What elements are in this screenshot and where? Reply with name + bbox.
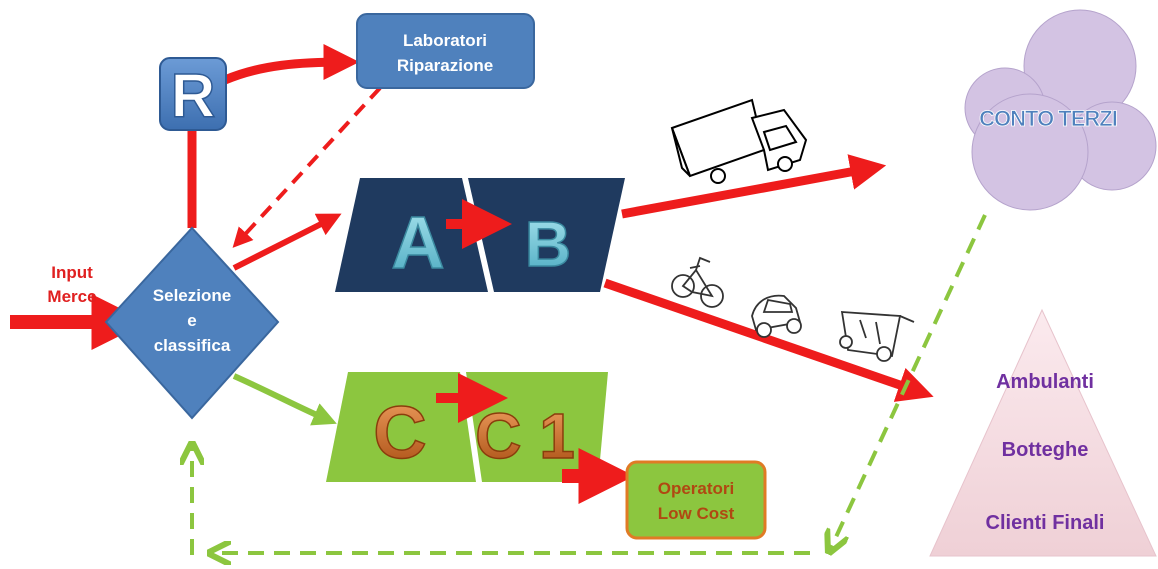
selection-to-ab-arrow [232, 213, 342, 271]
ab-block: A B [335, 178, 625, 292]
conto-terzi-cluster [964, 9, 1157, 211]
low-cost-box: Operatori Low Cost [625, 460, 767, 540]
cart-icon [839, 311, 915, 362]
pyramid-level-3: Clienti Finali [986, 512, 1105, 534]
svg-text:B: B [525, 208, 571, 280]
conto-terzi-return-dashed [830, 214, 987, 550]
svg-text:Operatori: Operatori [658, 479, 735, 498]
repair-lab-box: Laboratori Riparazione [356, 13, 535, 89]
svg-text:e: e [187, 311, 196, 330]
pyramid: Ambulanti Botteghe Clienti Finali [929, 308, 1157, 557]
selection-diamond: Selezione e classifica [104, 226, 280, 420]
c-block: C C 1 [326, 372, 608, 482]
svg-text:R: R [171, 62, 216, 131]
repair-to-lab-arrow [223, 44, 360, 85]
input-label-line1: Input [51, 263, 93, 282]
pyramid-level-1: Ambulanti [996, 371, 1094, 393]
svg-text:Laboratori: Laboratori [403, 31, 487, 50]
conto-terzi-label: CONTO TERZI [979, 106, 1117, 131]
car-icon [751, 294, 802, 338]
svg-text:C 1: C 1 [475, 400, 575, 472]
input-label-line2: Merce [47, 287, 96, 306]
repair-badge: R [159, 57, 227, 132]
ab-to-conto-terzi-arrow [621, 154, 887, 219]
svg-text:A: A [391, 201, 444, 284]
pyramid-level-2: Botteghe [1002, 439, 1089, 461]
lab-return-dashed-arrow [232, 86, 382, 248]
svg-text:C: C [373, 391, 426, 474]
svg-text:Low Cost: Low Cost [658, 504, 735, 523]
svg-text:Selezione: Selezione [153, 286, 231, 305]
svg-text:Riparazione: Riparazione [397, 56, 493, 75]
svg-text:classifica: classifica [154, 336, 231, 355]
bicycle-icon [671, 256, 724, 308]
truck-icon [670, 98, 808, 184]
selection-to-c-arrow [232, 373, 337, 426]
